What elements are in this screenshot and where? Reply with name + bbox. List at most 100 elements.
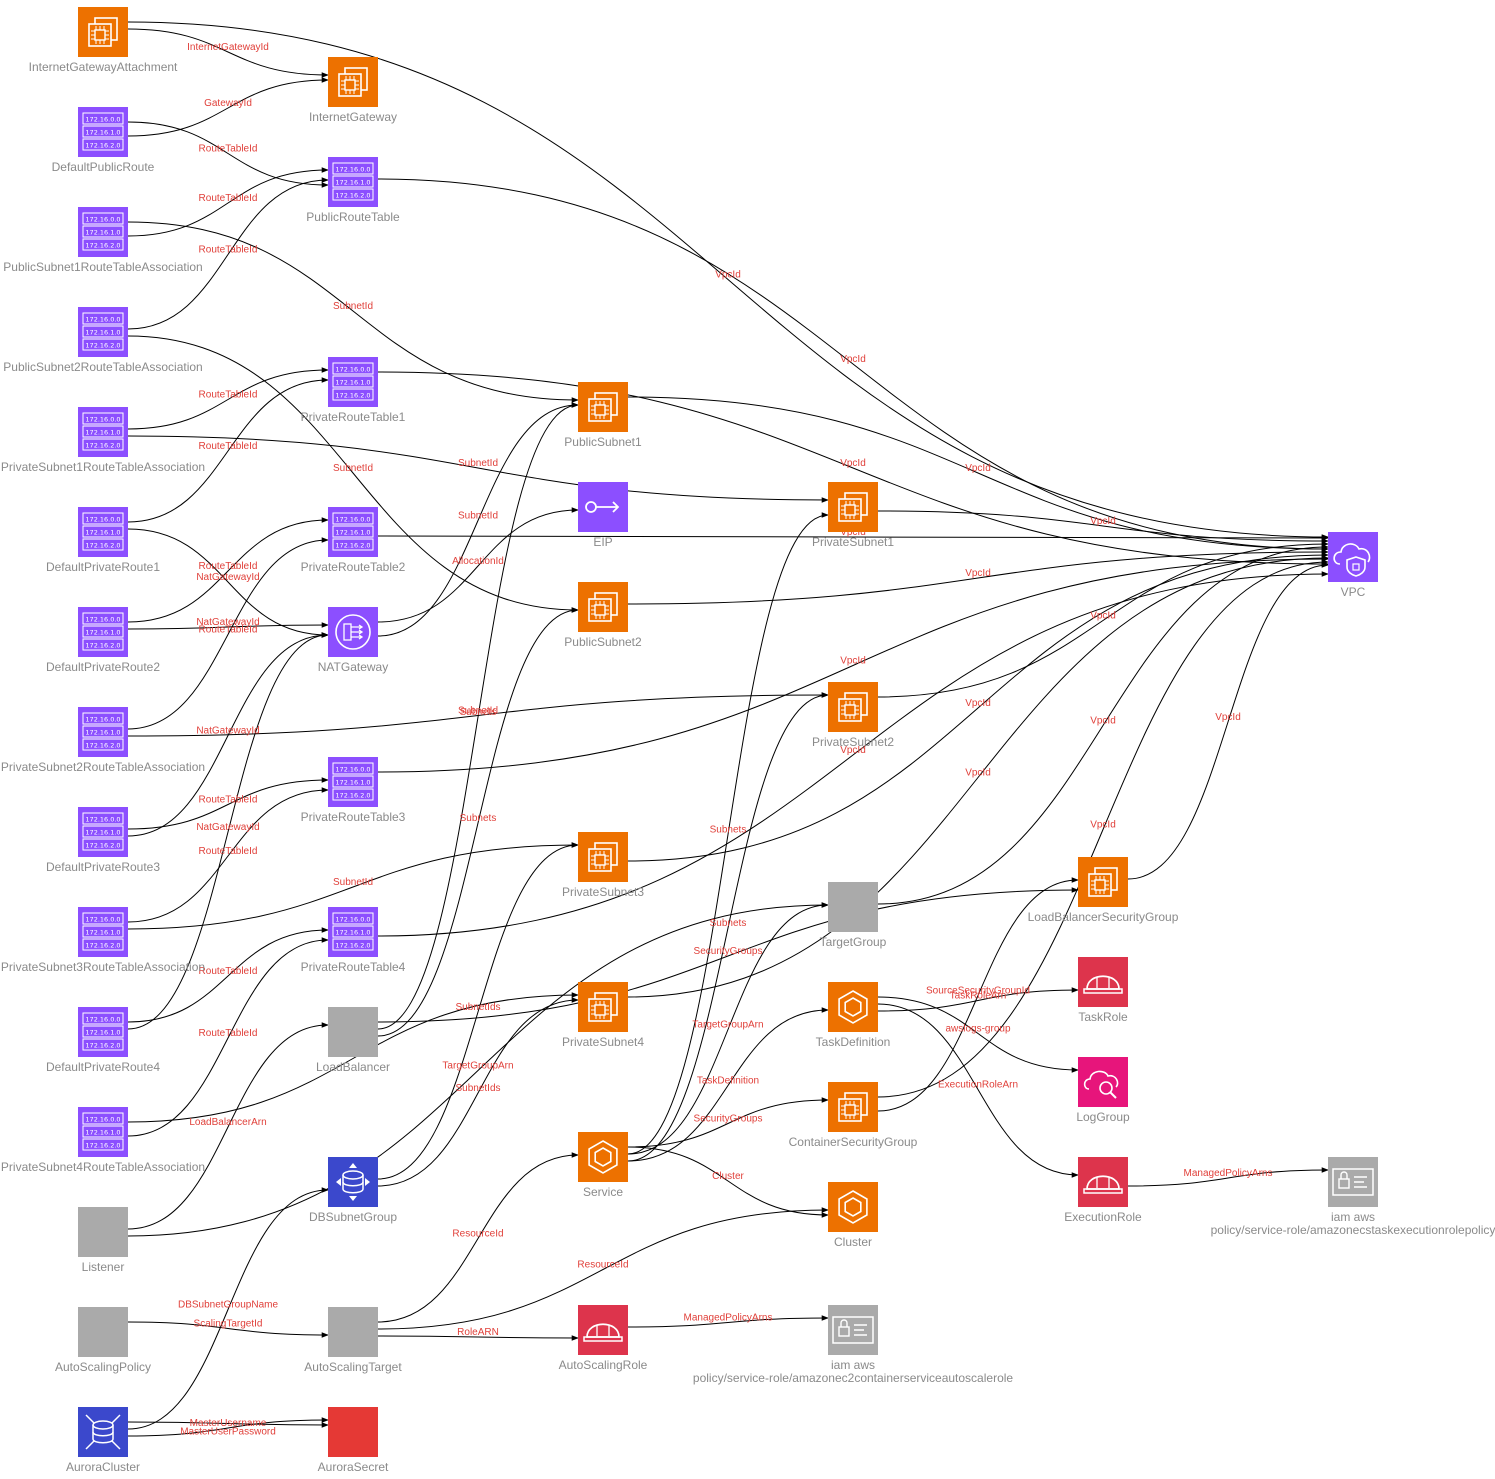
edge-natgateway-to-eip bbox=[377, 507, 579, 623]
node-label: ExecutionRole bbox=[1064, 1210, 1142, 1224]
node-public-subnet2-route-table-association[interactable]: 172.16.0.0172.16.1.0172.16.2.0PublicSubn… bbox=[3, 307, 203, 374]
node-label: PrivateSubnet4RouteTableAssociation bbox=[1, 1160, 205, 1174]
ec2-instance-icon bbox=[1078, 857, 1128, 907]
node-execution-role-policy[interactable]: iam awspolicy/service-role/amazonecstask… bbox=[1211, 1157, 1495, 1237]
node-log-group[interactable]: LogGroup bbox=[1076, 1057, 1130, 1124]
node-private-subnet4[interactable]: PrivateSubnet4 bbox=[562, 982, 644, 1049]
node-label: DefaultPrivateRoute1 bbox=[46, 560, 160, 574]
node-target-group[interactable]: TargetGroup bbox=[820, 882, 887, 949]
generic-resource-icon bbox=[78, 1207, 128, 1257]
node-private-subnet2-route-table-association[interactable]: 172.16.0.0172.16.1.0172.16.2.0PrivateSub… bbox=[1, 707, 205, 774]
node-aurora-cluster[interactable]: AuroraCluster bbox=[66, 1407, 140, 1474]
node-default-private-route4[interactable]: 172.16.0.0172.16.1.0172.16.2.0DefaultPri… bbox=[46, 1007, 160, 1074]
edge-label: RouteTableId bbox=[199, 144, 258, 155]
edge-label: Subnets bbox=[710, 918, 747, 929]
node-label: ContainerSecurityGroup bbox=[789, 1135, 918, 1149]
node-label: PublicSubnet1 bbox=[564, 435, 642, 449]
node-vpc[interactable]: VPC bbox=[1328, 532, 1378, 599]
node-natgateway[interactable]: NATGateway bbox=[318, 607, 388, 674]
node-container-security-group[interactable]: ContainerSecurityGroup bbox=[789, 1082, 918, 1149]
node-public-route-table[interactable]: 172.16.0.0172.16.1.0172.16.2.0PublicRout… bbox=[306, 157, 400, 224]
svg-text:172.16.2.0: 172.16.2.0 bbox=[85, 1142, 120, 1150]
svg-text:172.16.0.0: 172.16.0.0 bbox=[85, 116, 120, 124]
node-private-subnet4-route-table-association[interactable]: 172.16.0.0172.16.1.0172.16.2.0PrivateSub… bbox=[1, 1107, 205, 1174]
edge-label: SubnetId bbox=[333, 877, 373, 888]
edge-label: SubnetIds bbox=[455, 1083, 500, 1094]
svg-text:172.16.1.0: 172.16.1.0 bbox=[85, 229, 120, 237]
svg-text:172.16.1.0: 172.16.1.0 bbox=[85, 629, 120, 637]
svg-text:172.16.1.0: 172.16.1.0 bbox=[335, 929, 370, 937]
node-task-role[interactable]: TaskRole bbox=[1078, 957, 1128, 1024]
node-cluster[interactable]: Cluster bbox=[828, 1182, 878, 1249]
edge-private-subnet3-route-table-association-to-private-route-table3 bbox=[127, 787, 329, 923]
svg-text:172.16.0.0: 172.16.0.0 bbox=[85, 516, 120, 524]
node-label: InternetGateway bbox=[309, 110, 397, 124]
edge-default-private-route2-to-natgateway bbox=[127, 622, 329, 630]
edge-label: VpcId bbox=[840, 458, 866, 469]
svg-text:172.16.2.0: 172.16.2.0 bbox=[85, 1042, 120, 1050]
edge-label: ManagedPolicyArns bbox=[684, 1313, 773, 1324]
node-default-public-route[interactable]: 172.16.0.0172.16.1.0172.16.2.0DefaultPub… bbox=[52, 107, 155, 174]
node-private-subnet1-route-table-association[interactable]: 172.16.0.0172.16.1.0172.16.2.0PrivateSub… bbox=[1, 407, 205, 474]
generic-resource-icon bbox=[328, 1007, 378, 1057]
node-dbsubnet-group[interactable]: DBSubnetGroup bbox=[309, 1157, 397, 1224]
node-public-subnet2[interactable]: PublicSubnet2 bbox=[564, 582, 642, 649]
node-auto-scaling-policy[interactable]: AutoScalingPolicy bbox=[55, 1307, 151, 1374]
edge-label: VpcId bbox=[1090, 820, 1116, 831]
node-internet-gateway[interactable]: InternetGateway bbox=[309, 57, 397, 124]
svg-text:172.16.2.0: 172.16.2.0 bbox=[85, 242, 120, 250]
edge-label: TargetGroupArn bbox=[692, 1020, 763, 1031]
aurora-cluster-icon bbox=[78, 1407, 128, 1457]
node-load-balancer[interactable]: LoadBalancer bbox=[316, 1007, 390, 1074]
node-service[interactable]: Service bbox=[578, 1132, 628, 1199]
edge-label: RoleARN bbox=[457, 1327, 499, 1338]
edge-label: SourceSecurityGroupId bbox=[926, 986, 1030, 997]
node-eip[interactable]: EIP bbox=[578, 482, 628, 549]
log-group-icon bbox=[1078, 1057, 1128, 1107]
node-private-route-table3[interactable]: 172.16.0.0172.16.1.0172.16.2.0PrivateRou… bbox=[301, 757, 406, 824]
edge-label: RouteTableId bbox=[199, 625, 258, 636]
node-public-subnet1[interactable]: PublicSubnet1 bbox=[564, 382, 642, 449]
node-default-private-route1[interactable]: 172.16.0.0172.16.1.0172.16.2.0DefaultPri… bbox=[46, 507, 160, 574]
node-label: iam aws bbox=[831, 1358, 875, 1372]
node-private-route-table1[interactable]: 172.16.0.0172.16.1.0172.16.2.0PrivateRou… bbox=[301, 357, 406, 424]
node-public-subnet1-route-table-association[interactable]: 172.16.0.0172.16.1.0172.16.2.0PublicSubn… bbox=[3, 207, 203, 274]
db-subnet-group-icon bbox=[328, 1157, 378, 1207]
edge-load-balancer-to-public-subnet1 bbox=[377, 402, 579, 1030]
edge-label: VpcId bbox=[965, 568, 991, 579]
svg-text:172.16.0.0: 172.16.0.0 bbox=[85, 416, 120, 424]
node-load-balancer-security-group[interactable]: LoadBalancerSecurityGroup bbox=[1028, 857, 1179, 924]
node-private-route-table2[interactable]: 172.16.0.0172.16.1.0172.16.2.0PrivateRou… bbox=[301, 507, 406, 574]
edge-service-to-private-subnet1 bbox=[627, 512, 829, 1155]
edge-label: VpcId bbox=[1090, 611, 1116, 622]
node-private-subnet1[interactable]: PrivateSubnet1 bbox=[812, 482, 894, 549]
node-aurora-secret[interactable]: AuroraSecret bbox=[318, 1407, 389, 1474]
node-private-subnet2[interactable]: PrivateSubnet2 bbox=[812, 682, 894, 749]
edge-listener-to-load-balancer bbox=[127, 1022, 329, 1230]
node-label: PrivateRouteTable3 bbox=[301, 810, 406, 824]
node-listener[interactable]: Listener bbox=[78, 1207, 128, 1274]
svg-text:172.16.1.0: 172.16.1.0 bbox=[85, 829, 120, 837]
node-default-private-route3[interactable]: 172.16.0.0172.16.1.0172.16.2.0DefaultPri… bbox=[46, 807, 160, 874]
edge-public-subnet1-route-table-association-to-public-route-table bbox=[127, 167, 329, 237]
node-auto-scaling-role[interactable]: AutoScalingRole bbox=[559, 1305, 648, 1372]
node-label: NATGateway bbox=[318, 660, 388, 674]
node-private-subnet3[interactable]: PrivateSubnet3 bbox=[562, 832, 644, 899]
node-auto-scaling-target[interactable]: AutoScalingTarget bbox=[304, 1307, 402, 1374]
edge-default-private-route1-to-natgateway bbox=[127, 528, 329, 638]
svg-text:172.16.0.0: 172.16.0.0 bbox=[335, 166, 370, 174]
edge-label: RouteTableId bbox=[199, 846, 258, 857]
node-private-subnet3-route-table-association[interactable]: 172.16.0.0172.16.1.0172.16.2.0PrivateSub… bbox=[1, 907, 205, 974]
edge-task-definition-to-task-role bbox=[877, 987, 1079, 1012]
ec2-instance-icon bbox=[578, 382, 628, 432]
node-autoscale-role-policy[interactable]: iam awspolicy/service-role/amazonec2cont… bbox=[693, 1305, 1013, 1385]
node-private-route-table4[interactable]: 172.16.0.0172.16.1.0172.16.2.0PrivateRou… bbox=[301, 907, 406, 974]
node-default-private-route2[interactable]: 172.16.0.0172.16.1.0172.16.2.0DefaultPri… bbox=[46, 607, 160, 674]
node-internet-gateway-attachment[interactable]: InternetGatewayAttachment bbox=[29, 7, 178, 74]
node-execution-role[interactable]: ExecutionRole bbox=[1064, 1157, 1142, 1224]
svg-text:172.16.0.0: 172.16.0.0 bbox=[85, 816, 120, 824]
node-task-definition[interactable]: TaskDefinition bbox=[816, 982, 891, 1049]
